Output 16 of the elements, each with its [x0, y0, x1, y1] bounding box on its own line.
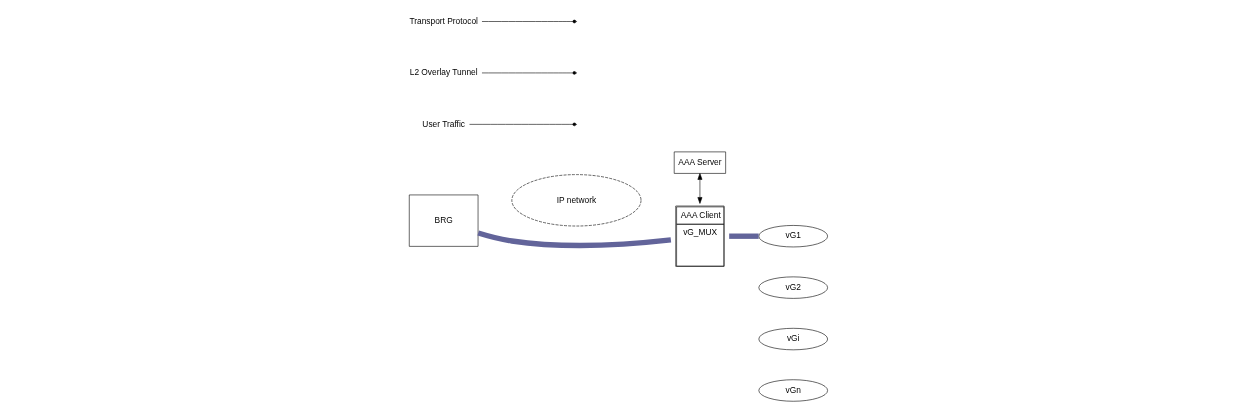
node-box: AAA Server: [673, 151, 726, 174]
arrow: [697, 173, 703, 204]
node-ellipse: vG1: [758, 225, 828, 248]
connector: [469, 124, 574, 125]
connector: [481, 72, 574, 74]
node-ellipse: IP network: [511, 174, 642, 227]
node-box: BRG: [408, 194, 479, 247]
node-text: Transport Protocol: [409, 15, 478, 26]
node-ellipse: vGn: [758, 379, 828, 402]
connector: [729, 233, 759, 239]
node-ellipse: vGi: [758, 328, 828, 351]
connector: [477, 230, 672, 249]
connector: [481, 21, 574, 22]
node-text: L2 Overlay Tunnel: [409, 67, 478, 78]
node-text: User Traffic: [422, 118, 465, 129]
node-ellipse: vG2: [758, 276, 828, 299]
